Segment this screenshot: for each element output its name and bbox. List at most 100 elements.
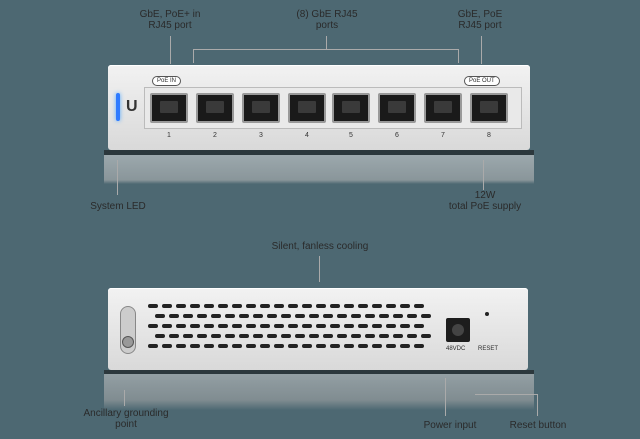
- rj45-port-3: [242, 93, 280, 123]
- vent-slot: [365, 314, 375, 318]
- vent-slot: [169, 314, 179, 318]
- vent-slot: [148, 324, 158, 328]
- vent-slot: [372, 344, 382, 348]
- bracket-right: [458, 49, 459, 63]
- vent-slot: [239, 334, 249, 338]
- vent-slot: [316, 304, 326, 308]
- vent-slot: [190, 324, 200, 328]
- vent-slot: [407, 314, 417, 318]
- vent-slot: [386, 304, 396, 308]
- vent-slot: [358, 304, 368, 308]
- vent-slot: [218, 304, 228, 308]
- vent-slot: [330, 344, 340, 348]
- ventilation-slots: [148, 302, 431, 354]
- vent-slot: [155, 314, 165, 318]
- dc-label: 48VDC: [446, 346, 466, 352]
- port-number: 5: [349, 132, 353, 139]
- vent-slot: [225, 314, 235, 318]
- vent-slot: [162, 344, 172, 348]
- vent-slot: [372, 304, 382, 308]
- vent-slot: [379, 314, 389, 318]
- vent-slot: [176, 304, 186, 308]
- vent-slot: [281, 334, 291, 338]
- vent-slot: [169, 334, 179, 338]
- port-number: 4: [305, 132, 309, 139]
- vent-slot: [379, 334, 389, 338]
- vent-slot: [267, 314, 277, 318]
- vent-slot: [281, 314, 291, 318]
- vent-slot: [344, 344, 354, 348]
- port-number: 1: [167, 132, 171, 139]
- vent-slot: [274, 304, 284, 308]
- poe-out-line1: GbE, PoE: [457, 9, 503, 20]
- reset-button[interactable]: [485, 312, 489, 316]
- power-jack-icon: [446, 318, 470, 342]
- vent-slot: [337, 314, 347, 318]
- vent-slot: [288, 324, 298, 328]
- vent-slot: [204, 344, 214, 348]
- vent-slot: [386, 344, 396, 348]
- vent-slot: [183, 334, 193, 338]
- vent-slot: [225, 334, 235, 338]
- gbe-ports-bracket: [193, 49, 459, 50]
- vent-slot: [302, 324, 312, 328]
- poe-out-pointer: [481, 36, 482, 64]
- vent-slot: [274, 324, 284, 328]
- rj45-port-1: [150, 93, 188, 123]
- vent-slot: [414, 304, 424, 308]
- vent-slot: [211, 314, 221, 318]
- vent-slot: [204, 324, 214, 328]
- port-number: 7: [441, 132, 445, 139]
- vent-slot: [288, 304, 298, 308]
- ubiquiti-logo: U: [126, 98, 138, 115]
- vent-slot: [323, 314, 333, 318]
- port-number: 3: [259, 132, 263, 139]
- front-reflection: [104, 150, 534, 184]
- rj45-port-7: [424, 93, 462, 123]
- vent-slot: [183, 314, 193, 318]
- poe-in-pointer: [170, 36, 171, 64]
- power-input-label: Power input: [423, 420, 477, 431]
- vent-slot: [260, 344, 270, 348]
- grounding-line2: point: [115, 419, 137, 430]
- vent-slot: [274, 344, 284, 348]
- poe-supply-line1: 12W: [474, 190, 496, 201]
- vent-slot: [358, 344, 368, 348]
- vent-slot: [400, 324, 410, 328]
- rj45-port-2: [196, 93, 234, 123]
- vent-slot: [344, 324, 354, 328]
- vent-slot: [155, 334, 165, 338]
- reset-pointer: [475, 394, 537, 395]
- vent-slot: [260, 324, 270, 328]
- vent-slot: [176, 324, 186, 328]
- vent-slot: [218, 344, 228, 348]
- vent-slot: [414, 344, 424, 348]
- grounding-pointer: [124, 390, 125, 406]
- vent-slot: [421, 314, 431, 318]
- vent-slot: [393, 334, 403, 338]
- vent-slot: [162, 304, 172, 308]
- vent-slot: [197, 314, 207, 318]
- vent-slot: [295, 334, 305, 338]
- port-number: 6: [395, 132, 399, 139]
- vent-slot: [302, 344, 312, 348]
- switch-back-panel: 48VDC RESET: [108, 288, 528, 370]
- vent-slot: [218, 324, 228, 328]
- port-number: 8: [487, 132, 491, 139]
- vent-slot: [386, 324, 396, 328]
- poe-in-tag: PoE IN: [152, 76, 182, 86]
- vent-slot: [295, 314, 305, 318]
- reset-button-label: Reset button: [509, 420, 567, 431]
- vent-slot: [365, 334, 375, 338]
- vent-slot: [246, 304, 256, 308]
- vent-slot: [246, 344, 256, 348]
- vent-slot: [414, 324, 424, 328]
- reset-pointer-down: [537, 394, 538, 416]
- back-reflection: [104, 370, 534, 410]
- vent-slot: [358, 324, 368, 328]
- vent-slot: [197, 334, 207, 338]
- vent-slot: [400, 304, 410, 308]
- vent-slot: [253, 314, 263, 318]
